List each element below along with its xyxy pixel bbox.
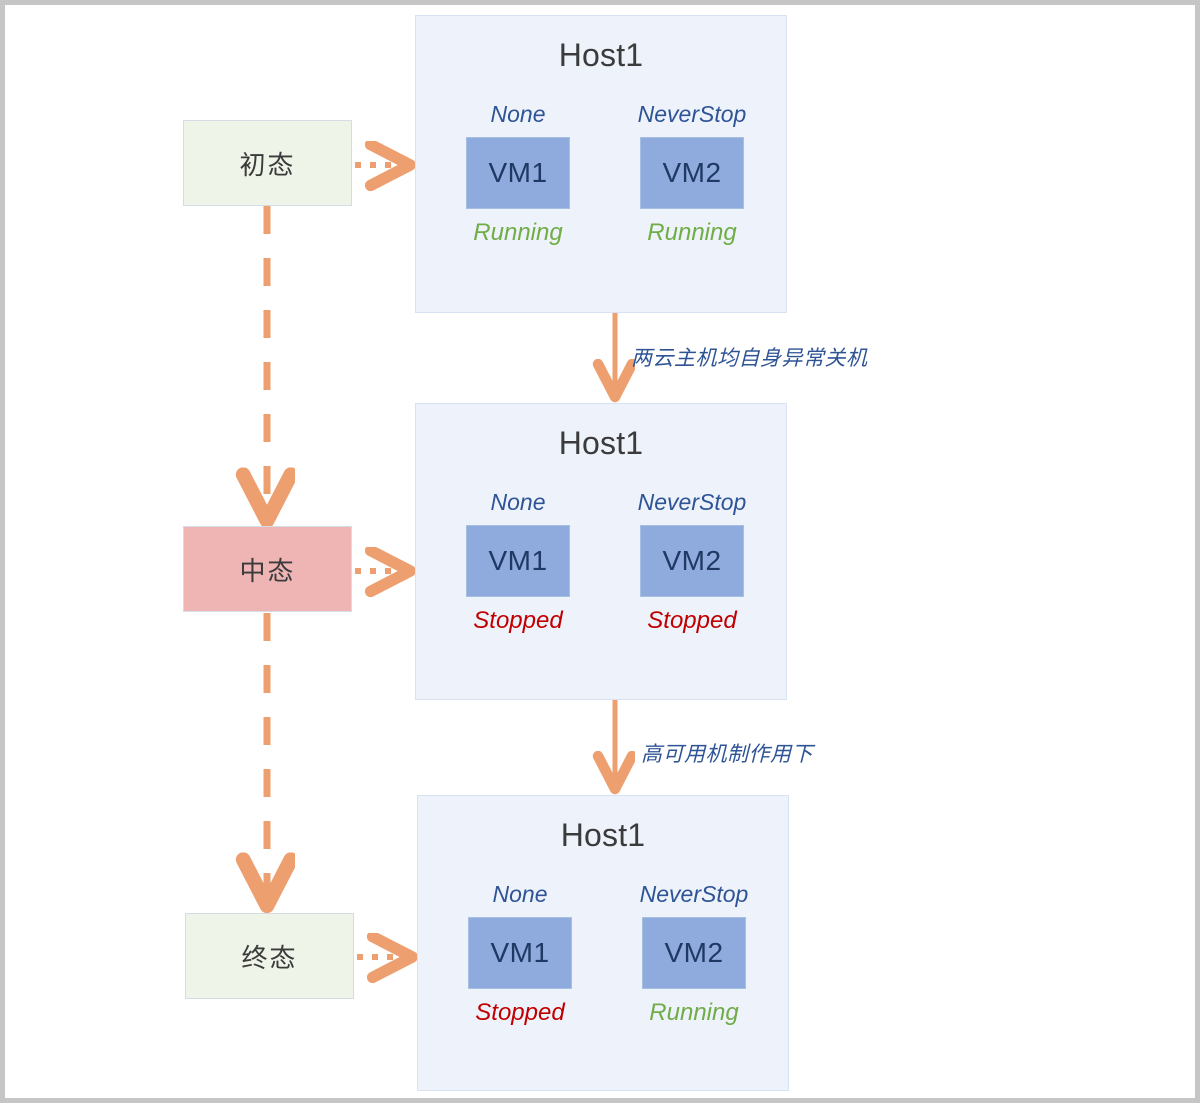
vm-block-vm1[interactable]: VM1 <box>466 137 570 210</box>
vm-state-label: Stopped <box>647 607 737 635</box>
vm-block-vm1[interactable]: VM1 <box>468 917 572 990</box>
vm-name-label: VM1 <box>488 545 548 577</box>
state-box-middle[interactable]: 中态 <box>183 526 352 612</box>
vm-state-label: Running <box>473 219 563 247</box>
vm-column-1-stage-1: None VM1 Running <box>438 101 598 247</box>
vm-name-label: VM2 <box>662 157 722 189</box>
host-panel-stage-3[interactable]: Host1 None VM1 Stopped NeverStop VM2 Run… <box>417 795 789 1091</box>
vm-state-label: Stopped <box>475 999 565 1027</box>
vm-policy-label: None <box>490 101 546 127</box>
host-panel-stage-2[interactable]: Host1 None VM1 Stopped NeverStop VM2 Sto… <box>415 403 787 700</box>
transition-label-2: 高可用机制作用下 <box>641 743 813 766</box>
vm-column-2-stage-1: NeverStop VM2 Running <box>612 101 772 247</box>
vm-state-label: Running <box>649 999 739 1027</box>
vm-policy-label: NeverStop <box>639 881 749 907</box>
state-label-final: 终态 <box>241 942 298 973</box>
vm-block-vm2[interactable]: VM2 <box>640 137 744 210</box>
host-title-stage-1: Host1 <box>558 37 644 73</box>
vm-name-label: VM1 <box>490 937 550 969</box>
state-box-final[interactable]: 终态 <box>185 913 354 999</box>
state-label-middle: 中态 <box>239 555 296 586</box>
state-label-initial: 初态 <box>239 149 296 180</box>
vm-name-label: VM1 <box>488 157 548 189</box>
host-title-stage-2: Host1 <box>558 425 644 461</box>
vm-column-2-stage-3: NeverStop VM2 Running <box>614 881 774 1027</box>
vm-policy-label: NeverStop <box>637 101 747 127</box>
vm-block-vm2[interactable]: VM2 <box>642 917 746 990</box>
vm-column-2-stage-2: NeverStop VM2 Stopped <box>612 489 772 635</box>
vm-policy-label: None <box>490 489 546 515</box>
vm-block-vm1[interactable]: VM1 <box>466 525 570 598</box>
vm-block-vm2[interactable]: VM2 <box>640 525 744 598</box>
host-title-stage-3: Host1 <box>560 817 646 853</box>
vm-state-label: Running <box>647 219 737 247</box>
vm-name-label: VM2 <box>662 545 722 577</box>
host-panel-stage-1[interactable]: Host1 None VM1 Running NeverStop VM2 Run… <box>415 15 787 313</box>
vm-column-1-stage-3: None VM1 Stopped <box>440 881 600 1027</box>
vm-policy-label: NeverStop <box>637 489 747 515</box>
state-box-initial[interactable]: 初态 <box>183 120 352 206</box>
vm-column-1-stage-2: None VM1 Stopped <box>438 489 598 635</box>
transition-label-1: 两云主机均自身异常关机 <box>631 347 868 370</box>
vm-policy-label: None <box>492 881 548 907</box>
vm-state-label: Stopped <box>473 607 563 635</box>
vm-name-label: VM2 <box>664 937 724 969</box>
